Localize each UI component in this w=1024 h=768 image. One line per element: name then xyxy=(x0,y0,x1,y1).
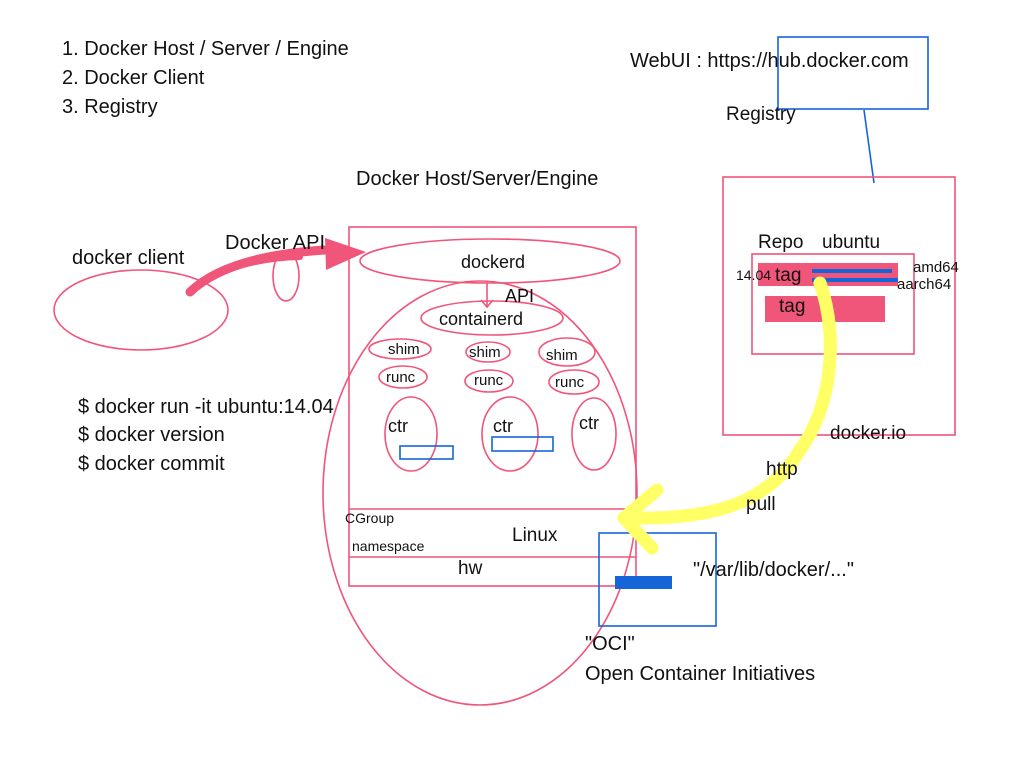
legend-item-2: 2. Docker Client xyxy=(62,67,205,89)
host-box xyxy=(348,226,637,587)
arch-amd64: amd64 xyxy=(913,259,959,276)
dockerd-label: dockerd xyxy=(461,252,526,272)
runc1-ellipse xyxy=(378,365,428,389)
webui-blue-box xyxy=(777,36,929,110)
shim3-ellipse xyxy=(538,337,596,367)
shim2-ellipse xyxy=(465,341,511,363)
docker-path-label: "/var/lib/docker/..." xyxy=(693,559,854,581)
ctr1-blue-box xyxy=(399,445,454,460)
host-title: Docker Host/Server/Engine xyxy=(356,168,599,190)
command-2: $ docker version xyxy=(78,424,225,446)
tag-version: 14.04 xyxy=(736,267,772,283)
containerd-ellipse xyxy=(420,300,564,336)
legend-item-3: 3. Registry xyxy=(62,96,158,118)
oci-box xyxy=(598,532,717,627)
pull-arrow-stroke xyxy=(623,276,837,525)
registry-box xyxy=(722,176,956,436)
ctr1-ellipse xyxy=(384,396,438,472)
oci-blue-bar xyxy=(615,576,672,589)
repo-label: Repo xyxy=(758,232,804,253)
webui-registry-line xyxy=(863,109,875,184)
shim1-label: shim xyxy=(388,341,420,358)
shim3-label: shim xyxy=(546,347,578,364)
command-3: $ docker commit xyxy=(78,453,225,475)
oci-full: Open Container Initiatives xyxy=(585,663,816,685)
ctr2-ellipse xyxy=(481,396,539,472)
dockerd-containerd-arrowhead xyxy=(480,299,494,309)
ctr2-blue-box xyxy=(491,436,554,452)
runc1-label: runc xyxy=(386,369,416,386)
ctr2-label: ctr xyxy=(493,416,513,436)
tag2-label: tag xyxy=(779,296,806,317)
docker-client-ellipse xyxy=(53,269,229,351)
shim2-label: shim xyxy=(469,344,501,361)
command-1: $ docker run -it ubuntu:14.04 xyxy=(78,396,334,418)
runc2-ellipse xyxy=(464,369,514,393)
containerd-api-label: API xyxy=(505,286,535,306)
arch-aarch64: aarch64 xyxy=(897,276,952,293)
http-label: http xyxy=(766,459,798,480)
namespace-label: namespace xyxy=(352,538,425,554)
os-ellipse xyxy=(322,280,638,706)
ctr3-ellipse xyxy=(571,397,617,471)
hw-label: hw xyxy=(458,558,483,579)
cgroup-label: CGroup xyxy=(345,510,395,526)
docker-client-label: docker client xyxy=(72,247,185,269)
runc2-label: runc xyxy=(474,372,504,389)
webui-url: WebUI : https://hub.docker.com xyxy=(630,50,909,72)
api-arrow-stroke-tail xyxy=(190,254,303,291)
dockerd-ellipse xyxy=(359,238,621,284)
pull-arrow-head xyxy=(617,483,664,555)
registry-label: Registry xyxy=(726,104,796,125)
runc3-label: runc xyxy=(555,374,585,391)
ctr3-label: ctr xyxy=(579,413,599,433)
pull-label: pull xyxy=(746,494,776,515)
legend-item-1: 1. Docker Host / Server / Engine xyxy=(62,38,349,60)
docker-api-label: Docker API xyxy=(225,232,326,254)
ctr1-label: ctr xyxy=(388,416,408,436)
api-arrow-head xyxy=(325,238,366,270)
registry-domain: docker.io xyxy=(830,423,907,444)
shim1-ellipse xyxy=(368,338,432,360)
containerd-label: containerd xyxy=(439,309,524,329)
repo-name: ubuntu xyxy=(822,232,881,253)
oci-abbr: "OCI" xyxy=(585,633,635,655)
linux-label: Linux xyxy=(512,525,558,546)
runc3-ellipse xyxy=(548,369,600,395)
tag1-label: tag xyxy=(775,265,802,286)
